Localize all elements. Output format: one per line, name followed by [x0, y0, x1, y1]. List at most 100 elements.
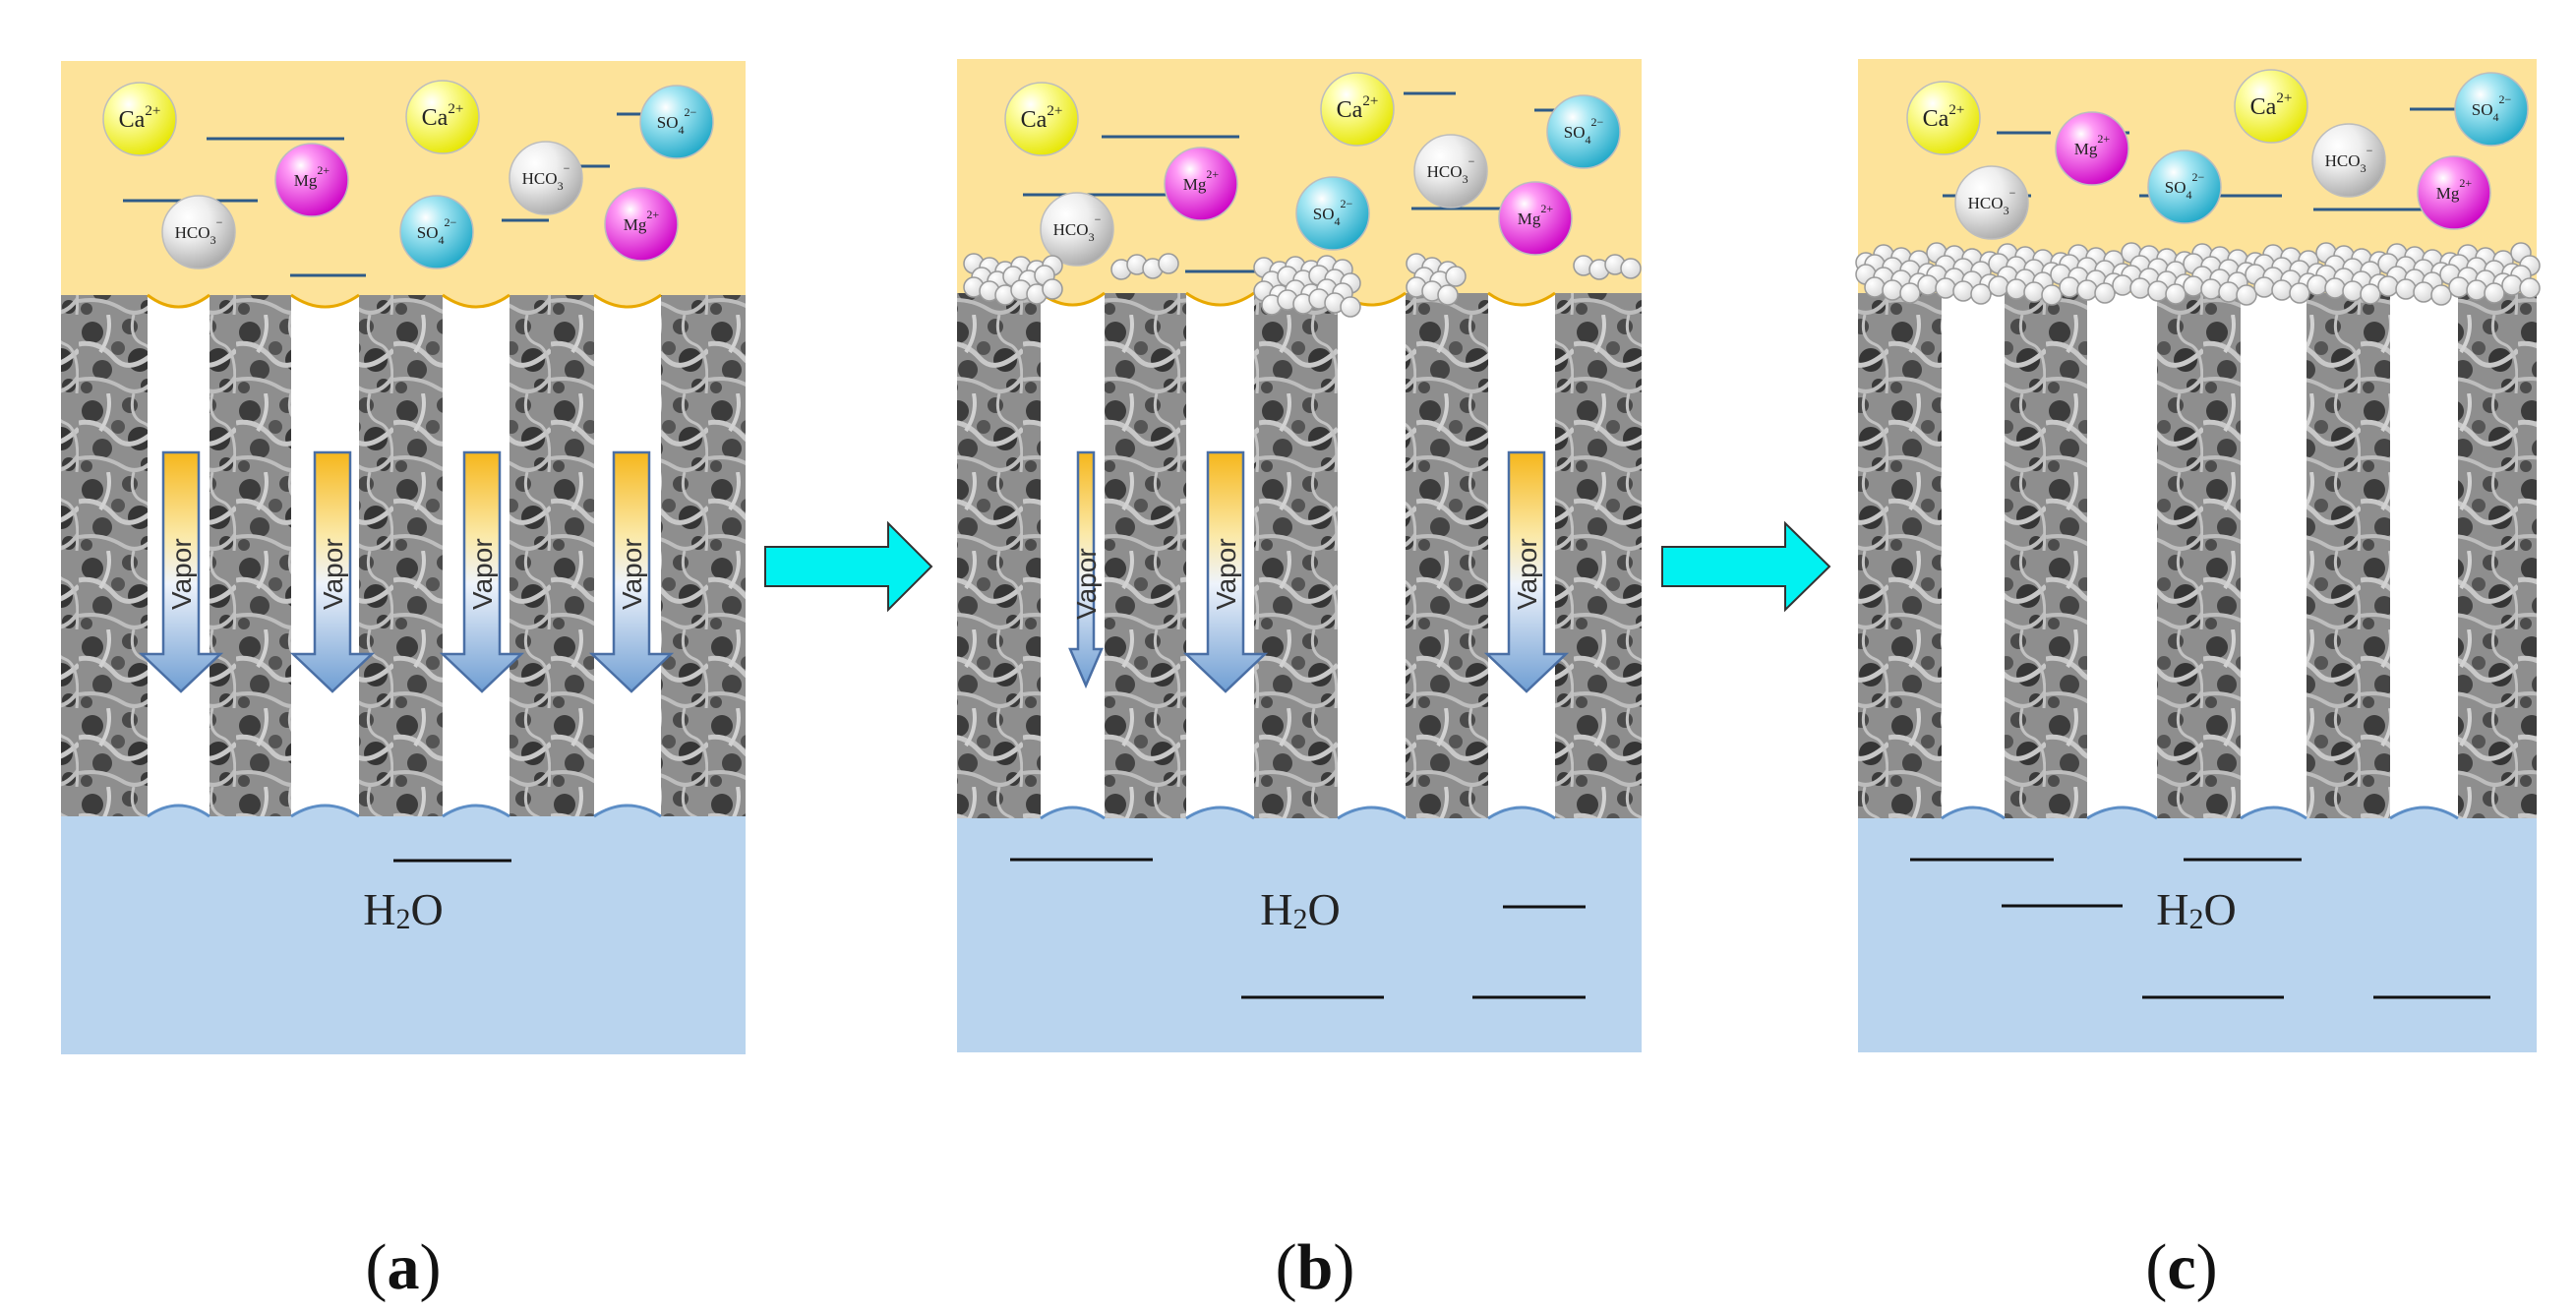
scale-crystal — [2271, 279, 2293, 301]
panel-label-c: (c) — [2145, 1231, 2217, 1303]
ion-so4-5: SO42− — [1295, 176, 1370, 251]
panel-b: Ca2+Ca2+Mg2+HCO3−HCO3−SO42−SO42−Mg2+Vapo… — [957, 59, 1642, 1052]
scale-crystal — [1437, 284, 1459, 306]
svg-text:SO42−: SO42− — [2165, 170, 2205, 202]
ion-so4-5: SO42− — [399, 195, 474, 269]
scale-crystal — [1042, 278, 1063, 300]
scale-crystal — [1935, 277, 1956, 299]
vapor-arrow-3: Vapor — [588, 450, 675, 693]
vapor-arrow-0: Vapor — [138, 450, 224, 693]
membrane-strip — [957, 293, 1041, 818]
process-arrow-2 — [1661, 520, 1831, 613]
scale-crystal — [2342, 280, 2364, 302]
ion-hco3-4: HCO3− — [1413, 134, 1488, 209]
scale-crystal — [1882, 279, 1903, 301]
feed-meniscus — [290, 293, 360, 309]
ion-so4-5: SO42− — [2147, 149, 2222, 224]
membrane-strip — [509, 295, 594, 816]
vapor-label: Vapor — [318, 538, 348, 610]
scale-crystal — [2306, 274, 2328, 296]
scale-crystal — [2501, 274, 2523, 296]
water-meniscus — [1941, 806, 2006, 820]
process-arrow-1 — [764, 520, 933, 613]
vapor-label: Vapor — [467, 538, 498, 610]
water-label: H2O — [363, 884, 443, 935]
scale-crystal — [2094, 282, 2116, 304]
membrane-strip — [2157, 293, 2241, 818]
scale-crystal — [2289, 282, 2310, 304]
water-meniscus — [2389, 806, 2459, 820]
ion-hco3-3: HCO3− — [1040, 192, 1114, 267]
vapor-label: Vapor — [617, 538, 647, 610]
scale-crystal — [2413, 281, 2434, 303]
water-meniscus — [147, 804, 210, 818]
scale-crystal — [2076, 279, 2098, 301]
scale-crystal — [2218, 281, 2240, 303]
feed-meniscus — [1185, 291, 1255, 307]
svg-text:SO42−: SO42− — [417, 215, 457, 247]
vapor-arrow-2: Vapor — [1483, 450, 1570, 693]
membrane-strip — [61, 295, 148, 816]
scale-crystal — [2236, 284, 2257, 306]
svg-text:HCO3−: HCO3− — [1968, 186, 2016, 217]
scale-crystal — [1340, 296, 1361, 318]
scale-crystal — [2200, 278, 2222, 300]
svg-text:HCO3−: HCO3− — [522, 161, 570, 193]
ion-ca-0: Ca2+ — [1004, 82, 1079, 156]
svg-text:Ca2+: Ca2+ — [1923, 102, 1965, 132]
svg-text:HCO3−: HCO3− — [1427, 154, 1475, 186]
permeate-water — [1858, 818, 2537, 1052]
scale-crystal — [2360, 283, 2381, 305]
scale-crystal — [1158, 253, 1179, 274]
scale-crystal — [2147, 280, 2169, 302]
membrane-strip — [1105, 293, 1186, 818]
svg-text:Ca2+: Ca2+ — [1021, 103, 1063, 133]
vapor-arrow-2: Vapor — [439, 450, 525, 693]
scale-crystal — [2006, 278, 2027, 300]
svg-text:Mg2+: Mg2+ — [2436, 176, 2473, 203]
scale-crystal — [2395, 278, 2417, 300]
scale-crystal — [2183, 275, 2204, 297]
water-meniscus — [2086, 806, 2158, 820]
scale-crystal — [2466, 279, 2487, 301]
scale-crystal — [1864, 276, 1886, 298]
membrane-strip — [1858, 293, 1942, 818]
vapor-label: Vapor — [1211, 538, 1241, 610]
ion-hco3-3: HCO3− — [1954, 165, 2029, 240]
scale-crystal — [1988, 275, 2009, 297]
scale-crystal — [2059, 276, 2080, 298]
feed-meniscus — [442, 293, 510, 309]
svg-text:Ca2+: Ca2+ — [422, 101, 464, 131]
water-meniscus — [1040, 806, 1106, 820]
scale-crystal — [2112, 274, 2133, 296]
vapor-label: Vapor — [1071, 548, 1102, 620]
water-meniscus — [1487, 806, 1556, 820]
ion-so4-6: SO42− — [1546, 94, 1621, 169]
svg-text:Mg2+: Mg2+ — [624, 208, 660, 234]
svg-text:Mg2+: Mg2+ — [2074, 132, 2111, 158]
scale-layer — [963, 253, 1642, 318]
water-label: H2O — [2156, 884, 2236, 935]
ion-hco3-3: HCO3− — [161, 195, 236, 269]
panel-label-b: (b) — [1276, 1231, 1355, 1303]
ion-ca-0: Ca2+ — [102, 82, 177, 156]
scale-crystal — [2377, 275, 2399, 297]
svg-text:Ca2+: Ca2+ — [1337, 93, 1379, 123]
scale-crystal — [2129, 277, 2151, 299]
vapor-arrow-1: Vapor — [289, 450, 376, 693]
membrane-strip — [210, 295, 291, 816]
scale-crystal — [2484, 282, 2505, 304]
scale-crystal — [1917, 274, 1939, 296]
ion-so4-6: SO42− — [639, 85, 714, 159]
water-meniscus — [1185, 806, 1255, 820]
scale-crystal — [2253, 276, 2275, 298]
permeate-water — [61, 816, 746, 1054]
feed-meniscus — [147, 293, 210, 309]
svg-text:SO42−: SO42− — [1564, 115, 1604, 147]
ion-ca-1: Ca2+ — [405, 80, 480, 154]
scale-crystal — [2519, 277, 2541, 299]
membrane-strip — [359, 295, 443, 816]
ion-mg-2: Mg2+ — [1164, 147, 1238, 221]
scale-crystal — [2041, 284, 2063, 306]
